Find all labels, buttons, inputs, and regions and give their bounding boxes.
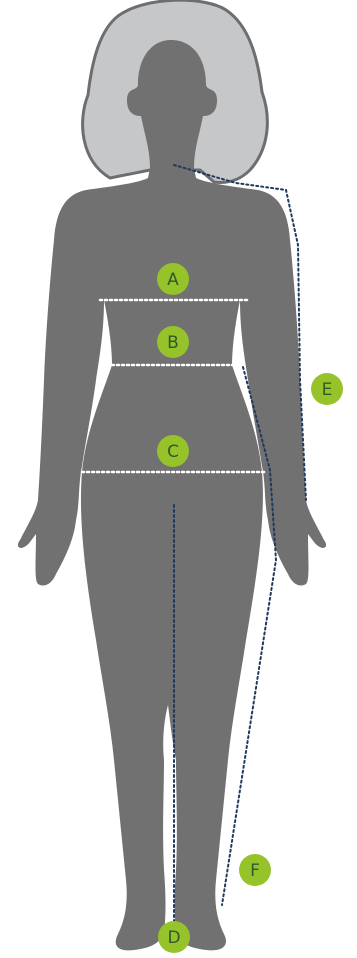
badge-e-label: E [322, 380, 333, 400]
badge-a-label: A [167, 270, 179, 290]
badge-f-label: F [250, 861, 260, 881]
badge-d-label: D [167, 928, 180, 948]
badge-d: D [158, 921, 190, 953]
badge-c-label: C [167, 442, 179, 462]
badge-b: B [157, 326, 189, 358]
badge-a: A [157, 263, 189, 295]
badge-c: C [157, 435, 189, 467]
badge-b-label: B [167, 333, 179, 353]
body-silhouette [18, 40, 326, 950]
badge-e: E [311, 373, 343, 405]
badge-f: F [239, 854, 271, 886]
